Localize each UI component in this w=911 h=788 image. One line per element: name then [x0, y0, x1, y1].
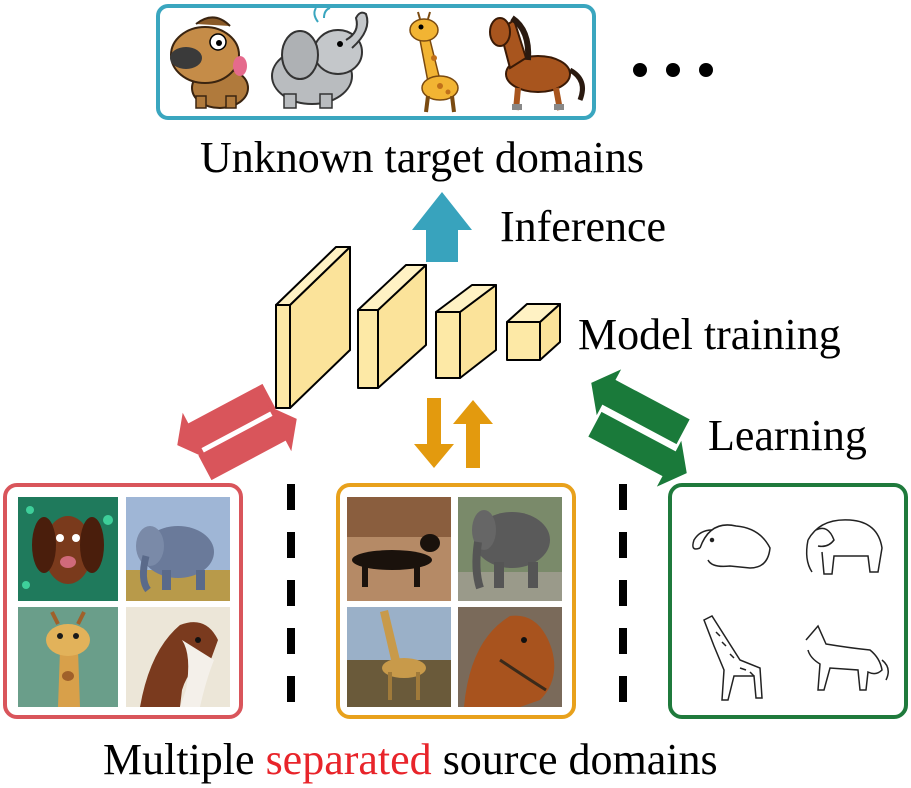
- model-network-blocks: [275, 246, 561, 409]
- learning-label: Learning: [708, 411, 867, 460]
- model-block-4: [506, 303, 561, 361]
- model-training-label: Model training: [578, 310, 841, 359]
- painting-giraffe-image: [18, 607, 118, 707]
- model-block-1: [275, 246, 351, 409]
- ellipsis-dots: [633, 63, 713, 77]
- cartoon-giraffe-image: [409, 11, 459, 113]
- source-domains-caption: Multiple separated source domains: [103, 738, 718, 782]
- sketch-horse-image: [805, 624, 889, 691]
- painting-dog-image: [18, 497, 118, 601]
- photo-domain-box: [336, 483, 576, 719]
- domain-separators: [287, 484, 627, 706]
- cartoon-horse-image: [489, 15, 585, 111]
- inference-arrow: [412, 192, 472, 262]
- photo-horse-image: [458, 607, 562, 707]
- photo-elephant-image: [458, 497, 562, 601]
- sketch-elephant-1-image: [692, 524, 771, 569]
- sketch-elephant-2-image: [805, 519, 883, 575]
- cartoon-dog-image: [170, 16, 249, 109]
- target-domains-title: Unknown target domains: [200, 133, 645, 182]
- inference-label: Inference: [500, 202, 667, 251]
- sketch-giraffe-image: [703, 615, 763, 701]
- photo-giraffe-image: [347, 607, 451, 707]
- painting-learning-arrows: [177, 383, 297, 481]
- target-domain-box: [156, 4, 596, 120]
- sketch-domain-box: [668, 483, 908, 719]
- painting-elephant-image: [126, 497, 230, 601]
- caption-suffix: source domains: [431, 735, 718, 784]
- photo-dog-image: [347, 497, 451, 601]
- caption-prefix: Multiple: [103, 735, 266, 784]
- sketch-images: [692, 519, 889, 701]
- caption-highlight-separated: separated: [265, 735, 432, 784]
- cartoon-elephant-image: [271, 7, 369, 109]
- photo-learning-arrows: [414, 398, 493, 468]
- model-block-3: [435, 284, 497, 379]
- painting-horse-image: [126, 607, 230, 707]
- model-block-2: [357, 264, 427, 389]
- sketch-learning-arrows: [588, 369, 690, 487]
- painting-domain-box: [3, 483, 243, 719]
